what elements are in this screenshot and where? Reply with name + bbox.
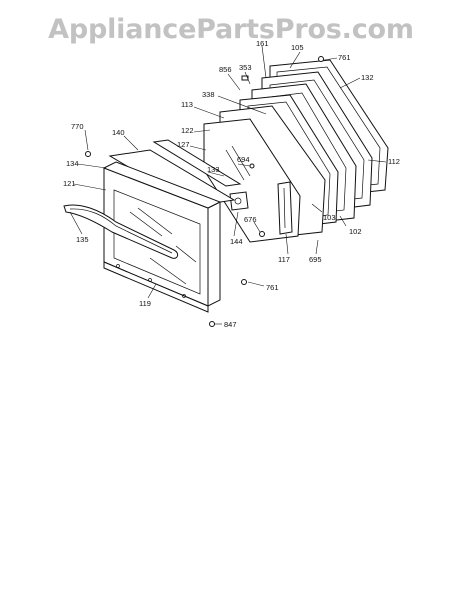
bottom-trim-119	[103, 261, 209, 313]
callout-119: 119	[139, 299, 151, 308]
callout-695: 695	[309, 255, 322, 264]
callout-102: 102	[349, 227, 362, 236]
callout-694: 694	[237, 155, 250, 164]
callout-122: 122	[181, 126, 194, 135]
callout-132: 132	[361, 73, 374, 82]
screw-847	[209, 321, 215, 327]
callout-105: 105	[291, 43, 304, 52]
callout-338: 338	[202, 90, 215, 99]
callout-117: 117	[278, 255, 290, 264]
callout-856: 856	[219, 65, 232, 74]
callout-103: 103	[323, 213, 336, 222]
screw-761-top	[318, 56, 324, 62]
callout-161: 161	[256, 39, 269, 48]
callout-134: 134	[66, 159, 79, 168]
callout-770: 770	[71, 122, 84, 131]
callout-labels: 105 761 856 353 161 132 338 113 770 140 …	[63, 39, 400, 329]
callout-127: 127	[177, 140, 190, 149]
callout-113: 113	[181, 100, 193, 109]
callout-112: 112	[388, 157, 400, 166]
outer-door-panel-121	[102, 161, 222, 307]
callout-761-bottom: 761	[266, 283, 279, 292]
callout-761-top: 761	[338, 53, 351, 62]
callout-676: 676	[244, 215, 257, 224]
callout-140: 140	[112, 128, 125, 137]
callout-121: 121	[63, 179, 76, 188]
callout-144: 144	[230, 237, 243, 246]
clip-694	[249, 163, 255, 169]
callout-847: 847	[224, 320, 237, 329]
hinge-bracket-117	[277, 181, 293, 235]
door-handle-135	[63, 204, 179, 259]
callout-353: 353	[239, 63, 252, 72]
leader-lines	[69, 45, 387, 325]
callout-135: 135	[76, 235, 89, 244]
watermark-text: AppliancePartsPros.com	[48, 14, 414, 45]
callout-133: 133	[207, 165, 220, 174]
screw-761-bottom	[241, 279, 247, 285]
side-bracket-144	[229, 191, 249, 211]
clip-353	[241, 75, 249, 81]
screw-770	[85, 151, 91, 157]
screw-676	[259, 231, 265, 237]
